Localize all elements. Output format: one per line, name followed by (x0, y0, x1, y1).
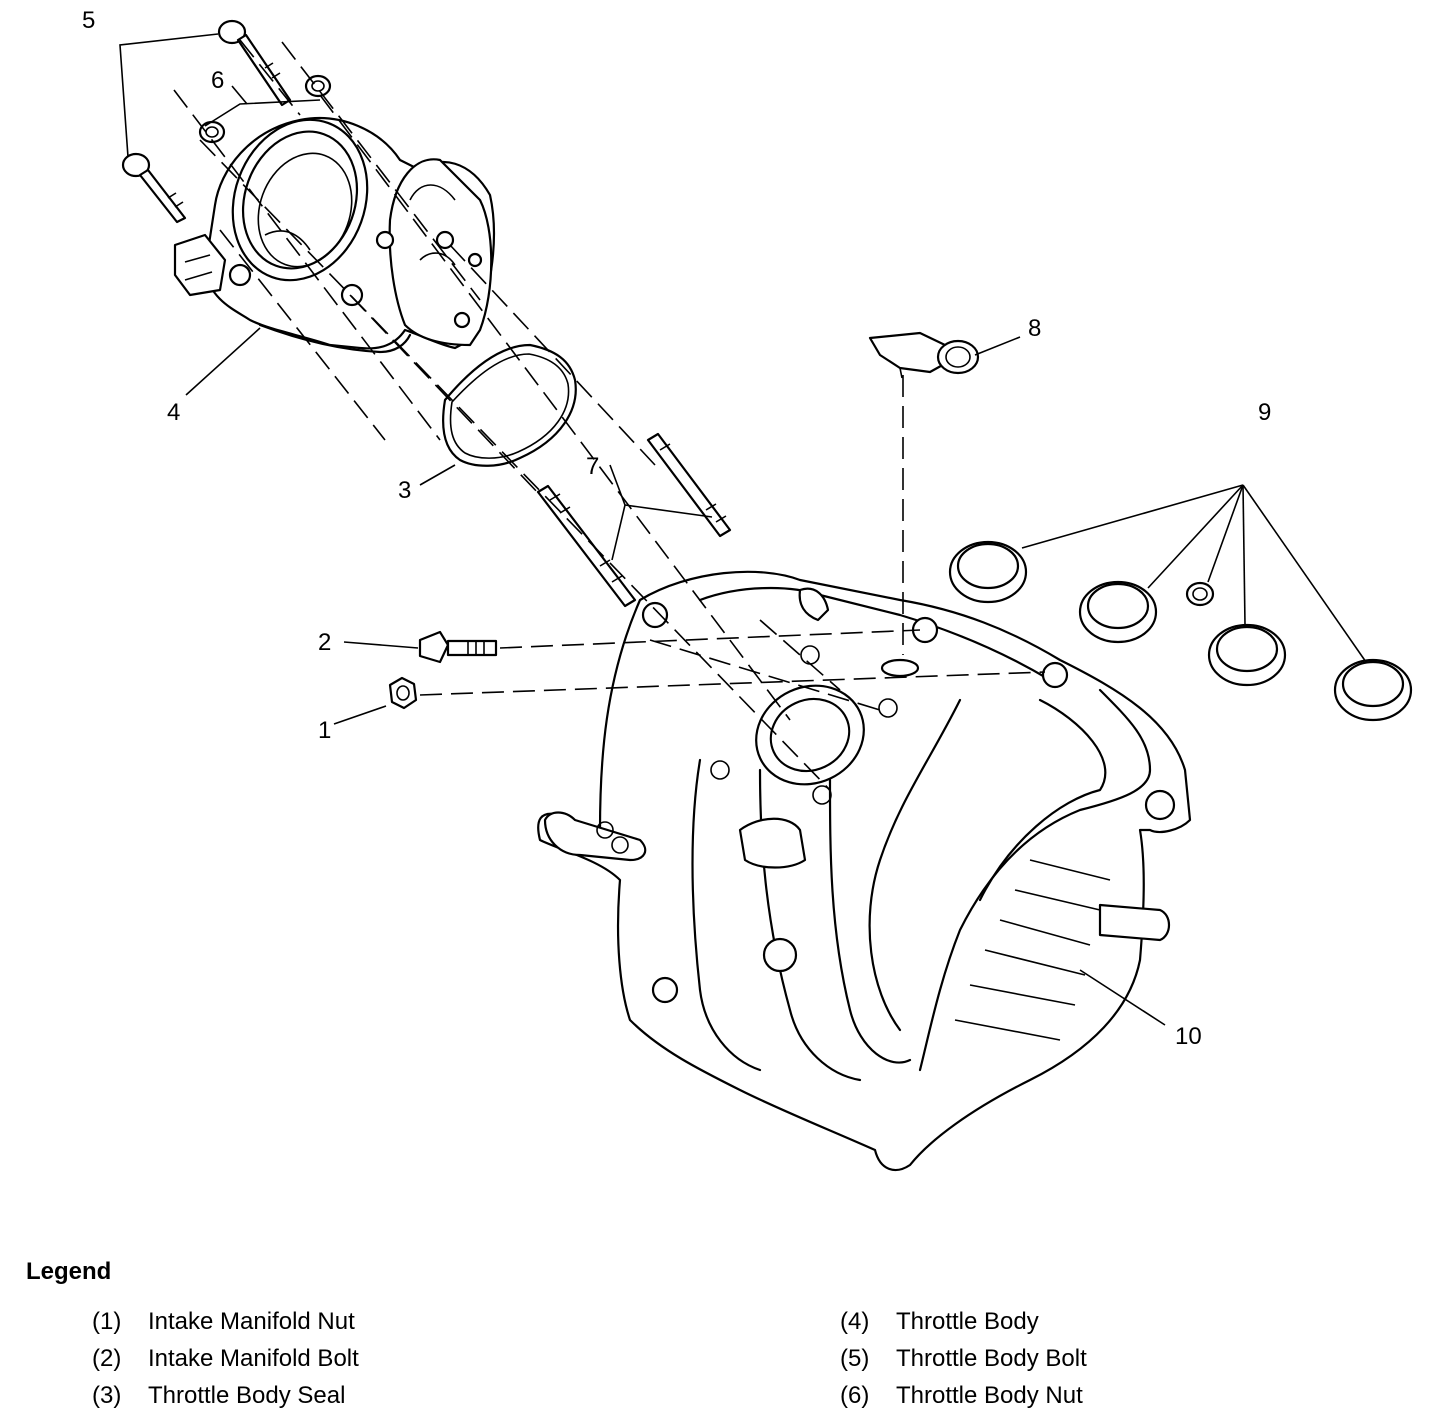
callout-7: 7 (586, 453, 599, 480)
callout-5: 5 (82, 7, 95, 34)
legend-item-label: Throttle Body Bolt (896, 1345, 1087, 1372)
legend-item-number: (3) (92, 1382, 122, 1409)
intake-port-seals (948, 540, 1413, 722)
legend-item: (2) Intake Manifold Bolt (92, 1345, 359, 1373)
callout-9: 9 (1258, 399, 1271, 426)
legend-item: (4) Throttle Body (840, 1308, 1039, 1336)
callout-3: 3 (398, 477, 411, 504)
callout-10: 10 (1175, 1023, 1202, 1050)
throttle-body-studs (536, 432, 732, 608)
legend-item: (5) Throttle Body Bolt (840, 1345, 1087, 1373)
alignment-lines (173, 39, 1046, 791)
callout-6: 6 (211, 67, 224, 94)
legend-item: (3) Throttle Body Seal (92, 1382, 345, 1410)
legend-item: (6) Throttle Body Nut (840, 1382, 1083, 1410)
exploded-view-diagram: 1 2 3 4 5 6 7 8 9 10 (82, 7, 1413, 1172)
legend-item-label: Throttle Body Nut (896, 1382, 1083, 1409)
throttle-body-seal (442, 343, 577, 467)
legend-item-label: Throttle Body (896, 1308, 1039, 1335)
callout-labels: 1 2 3 4 5 6 7 8 9 10 (82, 7, 1271, 1050)
legend-item: (1) Intake Manifold Nut (92, 1308, 355, 1336)
callout-8: 8 (1028, 315, 1041, 342)
throttle-body (173, 117, 495, 354)
legend-item-label: Intake Manifold Bolt (148, 1345, 359, 1372)
legend-item-number: (2) (92, 1345, 122, 1372)
legend-item-label: Throttle Body Seal (148, 1382, 346, 1409)
callout-2: 2 (318, 629, 331, 656)
legend-item-number: (5) (840, 1345, 870, 1372)
intake-manifold (537, 570, 1192, 1172)
intake-manifold-nut (388, 676, 418, 710)
callout-4: 4 (167, 399, 180, 426)
callout-1: 1 (318, 717, 331, 744)
intake-manifold-bolt (418, 630, 498, 664)
legend-item-number: (6) (840, 1382, 870, 1409)
leader-lines (119, 33, 1367, 1026)
legend-item-label: Intake Manifold Nut (148, 1308, 355, 1335)
legend-title: Legend (26, 1258, 112, 1285)
legend-item-number: (4) (840, 1308, 870, 1335)
legend-item-number: (1) (92, 1308, 122, 1335)
map-sensor (868, 331, 980, 379)
